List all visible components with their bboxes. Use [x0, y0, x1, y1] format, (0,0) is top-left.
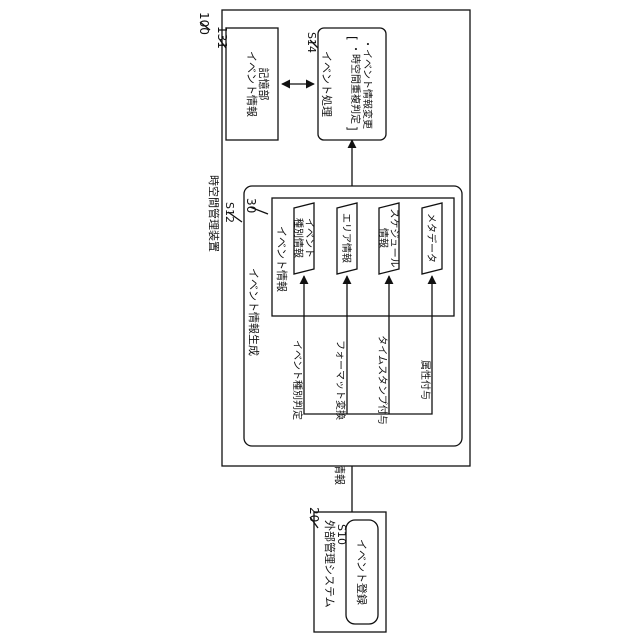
ref-30: 30: [244, 198, 258, 213]
storage-label-line1: イベント情報: [245, 51, 258, 117]
ref-100: 100: [197, 12, 211, 35]
field-schedule-line2: 情報: [377, 228, 390, 248]
op-event-type-judgment: イベント種別判定: [291, 340, 304, 420]
ref-131: 131: [215, 26, 229, 49]
field-event-type-line2: 種別情報: [292, 218, 305, 258]
op-attribute-assignment: 属性付与: [419, 360, 432, 400]
field-event-type-line1: イベント: [303, 218, 315, 258]
device-label: 時空間管理装置: [207, 175, 221, 252]
bracket-open: [: [345, 36, 359, 41]
external-system-label: 外部管理システム: [323, 520, 337, 608]
proc-item-event-info-change: ・イベント情報変更: [361, 39, 374, 129]
proc-item-overlap-judgment: ・時空間重複判定: [349, 44, 362, 124]
bracket-close: ]: [345, 126, 359, 131]
step-s10: S10: [335, 524, 348, 545]
field-metadata-line1: メタデータ: [425, 213, 438, 263]
field-area-line1: エリア情報: [340, 213, 353, 263]
op-timestamp-assignment: タイムスタンプ付与: [376, 335, 389, 425]
event-registration-label: イベント登録: [355, 539, 369, 605]
event-info-generation-label: イベント情報生成: [247, 268, 261, 356]
step-s14: S14: [305, 32, 318, 53]
ref-20: 20: [307, 507, 321, 522]
field-schedule-line1: スケジュール: [388, 208, 400, 267]
op-format-conversion: フォーマット変換: [334, 340, 347, 420]
event-processing-label: イベント処理: [320, 51, 333, 117]
storage-label-line2: 記憶部: [257, 68, 271, 101]
event-info-label: イベント情報: [275, 226, 288, 292]
